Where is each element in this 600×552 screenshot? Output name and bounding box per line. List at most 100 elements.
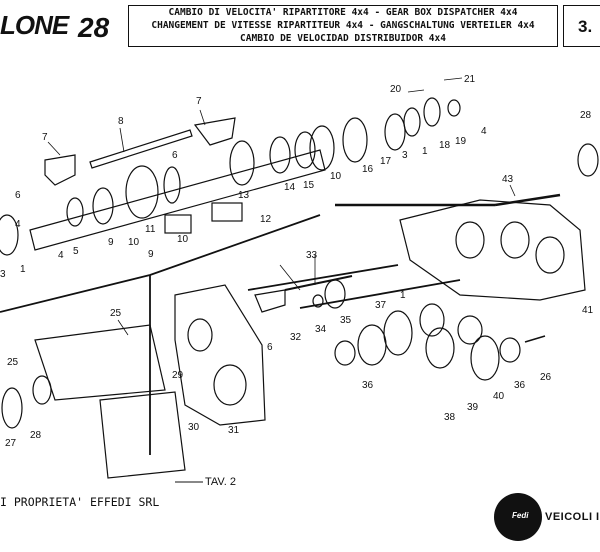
callout-6: 6 bbox=[15, 190, 21, 201]
company-name: VEICOLI I bbox=[545, 511, 600, 523]
shift-fork bbox=[44, 154, 76, 186]
gear bbox=[470, 335, 500, 381]
gear bbox=[357, 324, 387, 366]
copyright-note: I PROPRIETA' EFFEDI SRL bbox=[0, 495, 160, 509]
callout-32: 32 bbox=[290, 332, 302, 343]
callout-1: 1 bbox=[400, 290, 406, 301]
gear-35 bbox=[324, 279, 346, 309]
gear bbox=[342, 117, 368, 163]
bearing bbox=[423, 97, 441, 127]
separator-line bbox=[299, 279, 461, 309]
seal-ring bbox=[577, 143, 599, 177]
housing-bore bbox=[187, 318, 213, 352]
page-header: LONE 28 CAMBIO DI VELOCITA' RIPARTITORE … bbox=[0, 0, 600, 52]
callout-20: 20 bbox=[390, 84, 402, 95]
needle-bearing bbox=[211, 202, 243, 222]
callout-10: 10 bbox=[177, 234, 189, 245]
callout-8: 8 bbox=[118, 116, 124, 127]
callout-38: 38 bbox=[444, 412, 456, 423]
gear bbox=[425, 327, 455, 369]
bearing bbox=[0, 214, 19, 256]
bearing bbox=[334, 340, 356, 366]
flange bbox=[1, 387, 23, 429]
callout-1: 1 bbox=[20, 264, 26, 275]
callout-34: 34 bbox=[315, 324, 327, 335]
callout-37: 37 bbox=[375, 300, 387, 311]
callout-6: 6 bbox=[267, 342, 273, 353]
housing-bore bbox=[535, 236, 565, 274]
housing-bore bbox=[500, 221, 530, 259]
gear bbox=[384, 113, 406, 151]
bolt-26 bbox=[524, 335, 546, 343]
separator-line bbox=[494, 193, 561, 207]
callout-27: 27 bbox=[5, 438, 17, 449]
callout-19: 19 bbox=[455, 136, 467, 147]
title-box: CAMBIO DI VELOCITA' RIPARTITORE 4x4 - GE… bbox=[128, 5, 558, 47]
housing-41 bbox=[399, 199, 586, 301]
callout-29: 29 bbox=[172, 370, 184, 381]
gear bbox=[66, 197, 84, 227]
washer-34 bbox=[312, 294, 324, 308]
tav-label: TAV. 2 bbox=[205, 476, 236, 488]
housing-31 bbox=[174, 284, 266, 426]
separator-line bbox=[247, 264, 399, 291]
callout-25: 25 bbox=[7, 357, 19, 368]
callout-14: 14 bbox=[284, 182, 296, 193]
callout-13: 13 bbox=[238, 190, 250, 201]
shift-fork bbox=[193, 117, 236, 146]
gear bbox=[309, 125, 335, 171]
callout-28: 28 bbox=[30, 430, 42, 441]
callout-7: 7 bbox=[196, 96, 202, 107]
gear bbox=[383, 310, 413, 356]
shaft-33 bbox=[284, 275, 353, 291]
ring bbox=[447, 99, 461, 117]
callout-numbers: 7 7 8 6 6 6 4 4 5 3 3 1 1 1 4 9 9 10 10 … bbox=[0, 74, 594, 449]
callout-9: 9 bbox=[108, 237, 114, 248]
callout-10: 10 bbox=[330, 171, 342, 182]
callout-25: 25 bbox=[110, 308, 122, 319]
title-line-it: CAMBIO DI VELOCITA' RIPARTITORE 4x4 - GE… bbox=[168, 7, 518, 18]
separator-line bbox=[0, 274, 151, 313]
leader-lines bbox=[47, 77, 516, 336]
callout-9: 9 bbox=[148, 249, 154, 260]
housing-bore bbox=[213, 364, 247, 406]
callout-5: 5 bbox=[73, 246, 79, 257]
callout-21: 21 bbox=[464, 74, 476, 85]
gear bbox=[92, 187, 114, 225]
callout-28: 28 bbox=[580, 110, 592, 121]
callout-39: 39 bbox=[467, 402, 479, 413]
callout-3: 3 bbox=[402, 150, 408, 161]
company-logo: Fedi bbox=[494, 493, 542, 541]
callout-15: 15 bbox=[303, 180, 315, 191]
sheet-number-box: 3. bbox=[563, 5, 600, 47]
bearing bbox=[499, 337, 521, 363]
callout-3: 3 bbox=[0, 269, 6, 280]
callout-33: 33 bbox=[306, 250, 318, 261]
gear bbox=[229, 140, 255, 186]
callout-41: 41 bbox=[582, 305, 594, 316]
seal bbox=[32, 375, 52, 405]
separator-line bbox=[149, 214, 321, 276]
table-number: 28 bbox=[78, 12, 110, 43]
callout-12: 12 bbox=[260, 214, 272, 225]
callout-16: 16 bbox=[362, 164, 374, 175]
callout-35: 35 bbox=[340, 315, 352, 326]
gear bbox=[125, 165, 159, 219]
shaft-8 bbox=[89, 129, 193, 169]
gear bbox=[269, 136, 291, 174]
callout-36: 36 bbox=[362, 380, 374, 391]
gear bbox=[419, 303, 445, 337]
logo-text: Fedi bbox=[512, 511, 529, 520]
needle-bearing bbox=[164, 214, 192, 234]
callout-7: 7 bbox=[42, 132, 48, 143]
brand-logo-text: LONE bbox=[0, 10, 69, 40]
title-line-fr: CHANGEMENT DE VITESSE RIPARTITEUR 4x4 - … bbox=[151, 20, 535, 31]
callout-4: 4 bbox=[481, 126, 487, 137]
bearing bbox=[457, 315, 483, 345]
gear bbox=[403, 107, 421, 137]
callout-10: 10 bbox=[128, 237, 140, 248]
callout-18: 18 bbox=[439, 140, 451, 151]
tav-reference: TAV. 2 bbox=[175, 476, 236, 488]
callout-4: 4 bbox=[58, 250, 64, 261]
